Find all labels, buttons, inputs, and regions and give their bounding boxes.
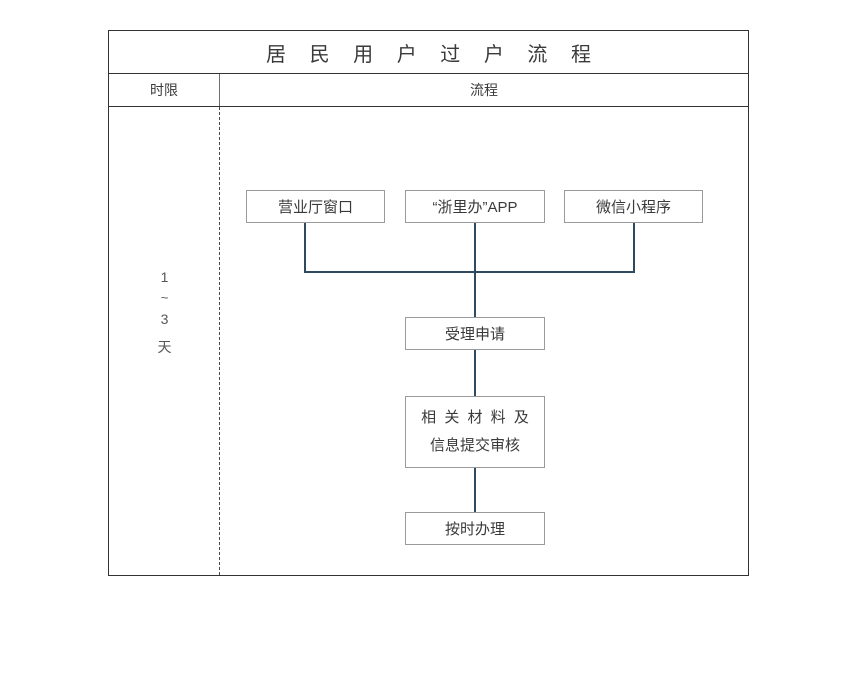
- time-limit-cell: 1 ~ 3 天: [109, 107, 220, 575]
- process-flow-table: 居 民 用 户 过 户 流 程 时限 流程 1 ~ 3 天: [108, 30, 749, 576]
- node-accept-application-label: 受理申请: [444, 326, 505, 343]
- connector-app-down: [474, 220, 476, 272]
- node-submit-materials[interactable]: 相 关 材 料 及 信息提交审核: [405, 396, 545, 468]
- connector-accept-to-materials: [474, 350, 476, 397]
- column-divider-dashed: [219, 107, 220, 575]
- page-title: 居 民 用 户 过 户 流 程: [266, 43, 600, 66]
- node-channel-app-label: “浙里办”APP: [432, 199, 518, 216]
- node-channel-counter[interactable]: 营业厅窗口: [246, 190, 385, 223]
- table-title-row: 居 民 用 户 过 户 流 程: [109, 31, 748, 74]
- connector-miniprogram-down: [633, 220, 635, 272]
- node-accept-application[interactable]: 受理申请: [405, 317, 545, 350]
- connector-materials-to-process: [474, 467, 476, 512]
- connector-merge-bar: [304, 271, 635, 273]
- node-process-on-time-label: 按时办理: [444, 521, 505, 538]
- table-header-row: 时限 流程: [109, 74, 748, 107]
- time-limit-unit: 天: [157, 339, 172, 355]
- time-limit-stack: 1 ~ 3 天: [158, 265, 172, 359]
- connector-merge-to-accept: [474, 271, 476, 317]
- table-body: 1 ~ 3 天 营业厅窗口 “浙里办”APP 微信小程序 受: [109, 107, 748, 575]
- node-channel-miniprogram[interactable]: 微信小程序: [564, 190, 703, 223]
- column-header-time-limit: 时限: [109, 74, 220, 106]
- time-limit-from: 1: [160, 269, 169, 285]
- connector-counter-down: [304, 220, 306, 272]
- node-process-on-time[interactable]: 按时办理: [405, 512, 545, 545]
- column-header-flow: 流程: [470, 82, 498, 98]
- node-submit-materials-label-line1: 相 关 材 料 及: [421, 409, 531, 426]
- node-submit-materials-label-line2: 信息提交审核: [429, 437, 520, 454]
- node-channel-miniprogram-label: 微信小程序: [595, 199, 671, 216]
- time-limit-to: 3: [160, 311, 169, 327]
- node-channel-app[interactable]: “浙里办”APP: [405, 190, 545, 223]
- time-limit-separator: ~: [160, 290, 169, 305]
- node-channel-counter-label: 营业厅窗口: [277, 199, 353, 216]
